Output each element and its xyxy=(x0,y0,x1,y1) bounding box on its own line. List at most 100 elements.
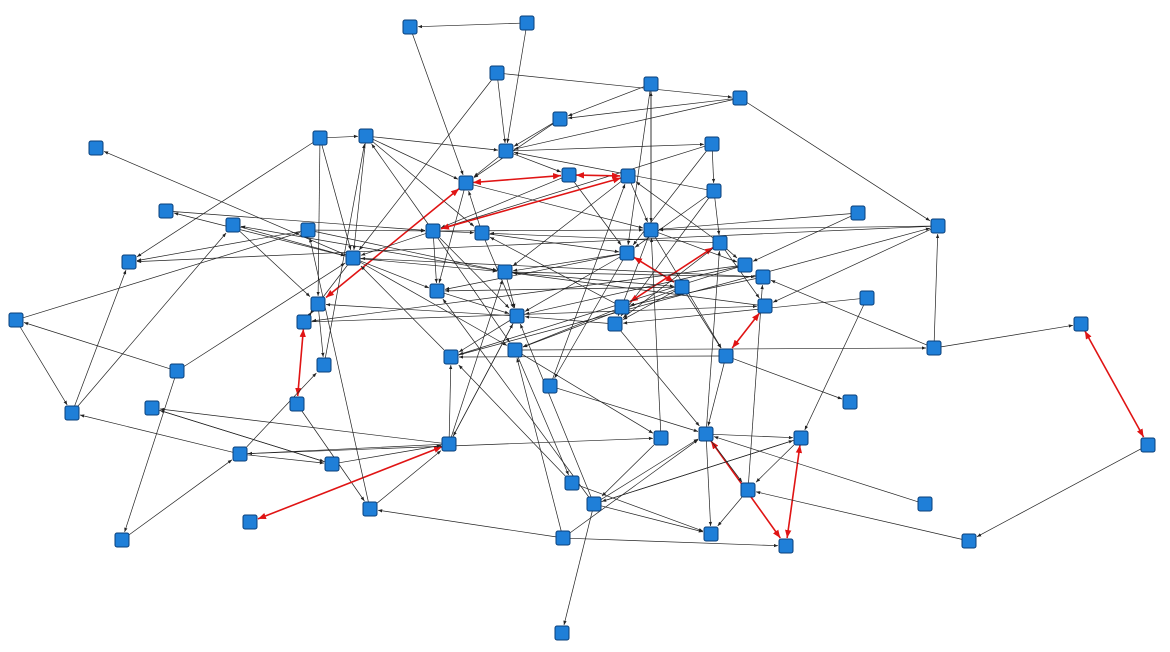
edge xyxy=(519,323,592,498)
graph-node xyxy=(64,405,80,421)
graph-node xyxy=(114,532,130,548)
graph-node xyxy=(225,217,241,233)
edge xyxy=(511,272,675,288)
graph-node xyxy=(859,290,875,306)
graph-node xyxy=(362,501,378,517)
edge xyxy=(457,227,931,356)
edge xyxy=(448,364,453,438)
graph-node xyxy=(698,426,714,442)
edge xyxy=(513,99,734,150)
edge xyxy=(376,450,442,504)
edge xyxy=(512,271,759,306)
edge xyxy=(622,290,676,320)
edge xyxy=(307,311,313,317)
edge xyxy=(172,211,426,232)
graph-node xyxy=(358,128,374,144)
graph-node xyxy=(443,349,459,365)
edge xyxy=(103,151,347,256)
edge xyxy=(246,454,325,465)
edge xyxy=(567,98,734,120)
edge xyxy=(359,260,430,289)
edge xyxy=(439,228,644,232)
edge xyxy=(524,256,621,312)
graph-node xyxy=(917,496,933,512)
edge xyxy=(443,292,510,314)
edge xyxy=(524,315,609,324)
highlighted-edge xyxy=(472,173,562,186)
edge xyxy=(136,230,302,262)
edge xyxy=(124,377,176,533)
graph-node xyxy=(732,90,748,106)
edge xyxy=(326,134,359,139)
edge xyxy=(360,233,427,256)
edge xyxy=(359,261,508,346)
edge xyxy=(506,29,527,144)
edge xyxy=(444,254,621,291)
graph-node xyxy=(643,76,659,92)
edge xyxy=(472,184,644,229)
graph-node xyxy=(793,430,809,446)
edge xyxy=(620,330,700,427)
graph-node xyxy=(1140,437,1156,453)
graph-node xyxy=(850,205,866,221)
highlighted-edge xyxy=(785,444,803,539)
edge xyxy=(497,79,507,144)
edge xyxy=(439,237,510,309)
edge xyxy=(600,440,794,503)
graph-node xyxy=(88,140,104,156)
edge xyxy=(183,262,346,367)
edge xyxy=(713,436,919,503)
edge xyxy=(755,491,963,540)
graph-node xyxy=(718,348,734,364)
edge xyxy=(159,410,326,463)
edge xyxy=(359,258,498,273)
edge xyxy=(569,537,779,548)
edge xyxy=(567,86,645,117)
edge xyxy=(622,298,861,325)
edge xyxy=(458,266,739,355)
graph-node xyxy=(706,183,722,199)
edge xyxy=(770,279,928,346)
edge xyxy=(74,269,127,407)
edge xyxy=(517,356,569,476)
edge xyxy=(128,459,233,536)
graph-node xyxy=(740,482,756,498)
edge xyxy=(513,151,708,191)
graph-node xyxy=(144,400,160,416)
edge xyxy=(516,357,562,532)
graph-node xyxy=(554,625,570,641)
edge xyxy=(706,440,713,527)
edge xyxy=(246,372,317,448)
highlighted-edge xyxy=(440,177,622,230)
edge xyxy=(711,150,716,184)
edge xyxy=(136,225,932,264)
edge xyxy=(933,233,940,342)
edge xyxy=(360,265,445,351)
edge xyxy=(658,213,852,231)
edge xyxy=(732,358,843,400)
edge xyxy=(554,259,624,379)
graph-node xyxy=(712,235,728,251)
edge xyxy=(318,310,325,358)
highlighted-edge xyxy=(1084,330,1145,438)
highlighted-edge xyxy=(257,445,443,520)
edge xyxy=(372,138,459,180)
edge xyxy=(622,248,714,319)
graph-node xyxy=(8,312,24,328)
graph-node xyxy=(169,363,185,379)
edge xyxy=(316,144,321,297)
edge xyxy=(601,444,655,497)
edge xyxy=(444,286,676,293)
graph-node xyxy=(429,283,445,299)
graph-node xyxy=(564,475,580,491)
edge xyxy=(173,212,347,257)
edge xyxy=(706,250,721,428)
edge xyxy=(325,303,511,316)
edge xyxy=(77,232,227,407)
graph-node xyxy=(552,111,568,127)
edge xyxy=(522,309,616,348)
graph-node xyxy=(926,340,942,356)
edge xyxy=(630,182,648,223)
edge xyxy=(159,407,443,444)
